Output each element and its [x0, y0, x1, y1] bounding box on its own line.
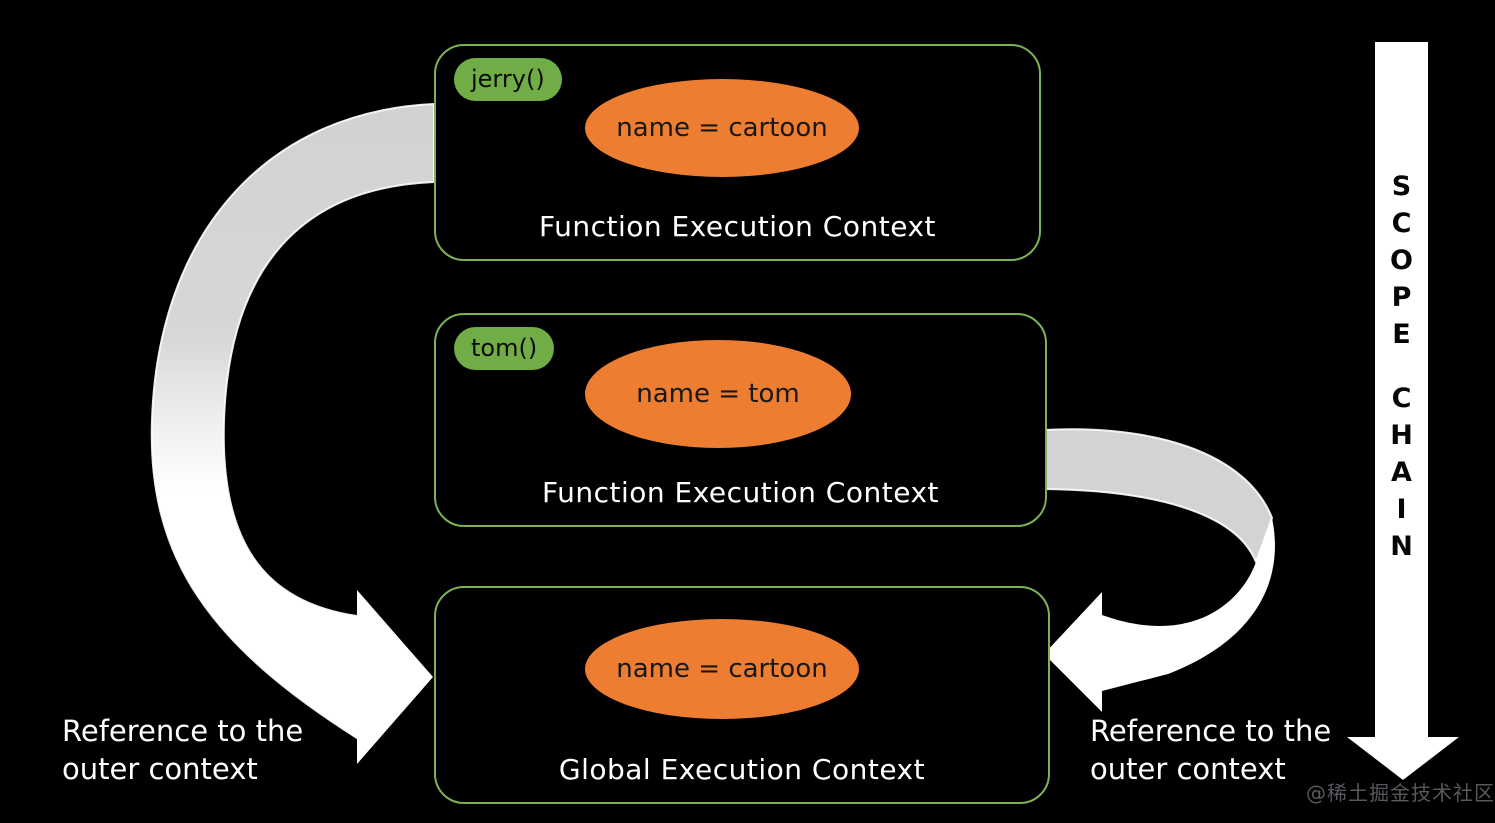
- scope-chain-letter: C: [1391, 208, 1412, 239]
- scope-chain-arrow: [1347, 42, 1459, 780]
- scope-chain-letter: C: [1391, 383, 1412, 414]
- arrowhead-left: [357, 590, 433, 764]
- scope-chain-letter: A: [1391, 457, 1412, 488]
- scope-chain-letter: P: [1391, 282, 1412, 313]
- scope-word: S C O P E: [1375, 168, 1428, 353]
- reference-label-line2: outer context: [1090, 752, 1286, 786]
- variable-ellipse: name = cartoon: [585, 619, 859, 719]
- box-caption: Global Execution Context: [558, 753, 926, 786]
- reference-label-line1: Reference to the: [1090, 714, 1332, 748]
- box-caption: Function Execution Context: [539, 210, 936, 243]
- scope-chain-letter: H: [1390, 420, 1413, 451]
- scope-chain-letter: E: [1392, 319, 1411, 350]
- variable-text: name = cartoon: [616, 654, 828, 684]
- scope-chain-letter: O: [1390, 245, 1413, 276]
- function-name-badge: tom(): [454, 327, 555, 370]
- scope-chain-label: S C O P E C H A I N: [1375, 168, 1428, 565]
- execution-context-box-global: name = cartoon Global Execution Context: [434, 586, 1050, 804]
- execution-context-box-tom: tom() name = tom Function Execution Cont…: [434, 313, 1047, 527]
- scope-chain-letter: S: [1391, 171, 1412, 202]
- execution-context-box-jerry: jerry() name = cartoon Function Executio…: [434, 44, 1041, 261]
- reference-label-line2: outer context: [62, 752, 258, 786]
- chain-word: C H A I N: [1375, 380, 1428, 565]
- variable-text: name = tom: [636, 379, 800, 409]
- arrowhead-right: [1044, 592, 1102, 712]
- box-caption: Function Execution Context: [542, 476, 939, 509]
- curved-arrow-right: [1042, 428, 1275, 712]
- scope-chain-letter: N: [1390, 531, 1413, 562]
- reference-label-right: Reference to the outer context: [1090, 712, 1331, 788]
- reference-label-left: Reference to the outer context: [62, 712, 303, 788]
- reference-label-line1: Reference to the: [62, 714, 304, 748]
- variable-text: name = cartoon: [616, 113, 828, 143]
- function-name-badge: jerry(): [454, 58, 562, 101]
- variable-ellipse: name = tom: [585, 340, 851, 448]
- scope-chain-letter: I: [1396, 494, 1407, 525]
- watermark: @稀土掘金技术社区: [1306, 781, 1495, 805]
- curved-arrow-left: [150, 103, 435, 764]
- variable-ellipse: name = cartoon: [585, 79, 859, 177]
